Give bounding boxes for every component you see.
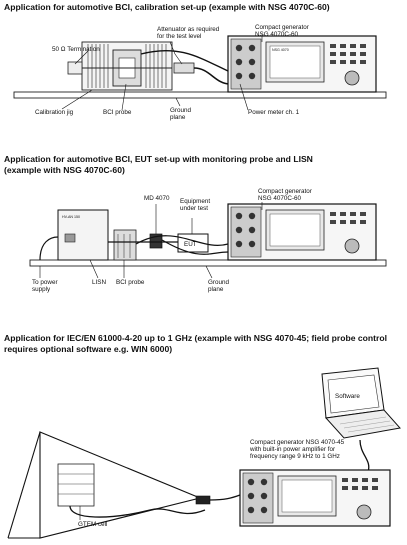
bci-probe-label: BCI probe: [116, 279, 145, 286]
generator-label-line1: Compact generator: [255, 24, 309, 31]
gtem-cell-label: GTEM cell: [78, 521, 107, 528]
generator-label-line2: NSG 4070C-60: [258, 195, 302, 202]
equipment-label-line1: Equipment: [180, 198, 210, 205]
compact-generator-nsg-4070c-60: NSG 4070: [227, 35, 377, 93]
ground-plane-label-line1: Ground: [208, 279, 230, 286]
bci-probe: [113, 229, 137, 261]
cable-to-power-meter: [140, 49, 231, 73]
software-label: Software: [335, 393, 360, 400]
ground-plane: [29, 259, 387, 267]
calibration-setup-diagram: NSG 4070 50 Ω Termination Attenuator as …: [13, 24, 387, 121]
ground-plane: [13, 91, 387, 99]
ground-plane-label-line2: plane: [208, 286, 224, 293]
generator-screen-title: NSG 4070: [272, 48, 289, 52]
section-2-heading: Application for automotive BCI, EUT set-…: [4, 154, 313, 175]
laptop-software: [321, 367, 401, 439]
generator-label-line1: Compact generator: [258, 188, 312, 195]
power-supply-label-line1: To power: [32, 279, 58, 286]
section-3-heading: Application for IEC/EN 61000-4-20 up to …: [4, 333, 387, 354]
attenuator-label-line2: for the test level: [157, 33, 201, 40]
equipment-label-line2: under test: [180, 205, 208, 212]
power-meter-label: Power meter ch. 1: [248, 109, 300, 116]
termination-50-ohm: [67, 61, 83, 75]
power-supply-label-line2: supply: [32, 286, 51, 293]
eut-setup-diagram: HV-AN 150 EUT: [29, 188, 387, 293]
compact-generator-nsg-4070-45: [239, 469, 391, 527]
generator-label-line3: frequency range 9 kHz to 1 GHz: [250, 453, 340, 460]
md-4070-label: MD 4070: [144, 195, 170, 202]
cable-to-generator: [193, 67, 231, 85]
eut-label: EUT: [184, 241, 197, 248]
generator-label-line2: with built-in power amplifier for: [249, 446, 335, 453]
bci-probe-label: BCI probe: [103, 109, 132, 116]
section-1-heading: Application for automotive BCI, calibrat…: [4, 2, 330, 12]
calibration-jig-label: Calibration jig: [35, 109, 74, 116]
gtem-cell: [7, 431, 211, 539]
generator-label-line1: Compact generator NSG 4070-45: [250, 439, 345, 446]
compact-generator-nsg-4070c-60: [227, 203, 377, 261]
ground-plane-label-line2: plane: [170, 114, 186, 121]
ground-plane-label-line1: Ground: [170, 107, 192, 114]
lisn-label: LISN: [92, 279, 106, 286]
generator-label-line2: NSG 4070C-60: [255, 31, 299, 38]
attenuator: [173, 62, 195, 74]
lisn-unit-label: HV-AN 150: [62, 215, 80, 219]
attenuator-label-line1: Attenuator as required: [157, 26, 220, 33]
lisn-hv-an-150: HV-AN 150: [57, 209, 109, 261]
termination-label: 50 Ω Termination: [52, 46, 100, 53]
test-table: [57, 463, 95, 507]
